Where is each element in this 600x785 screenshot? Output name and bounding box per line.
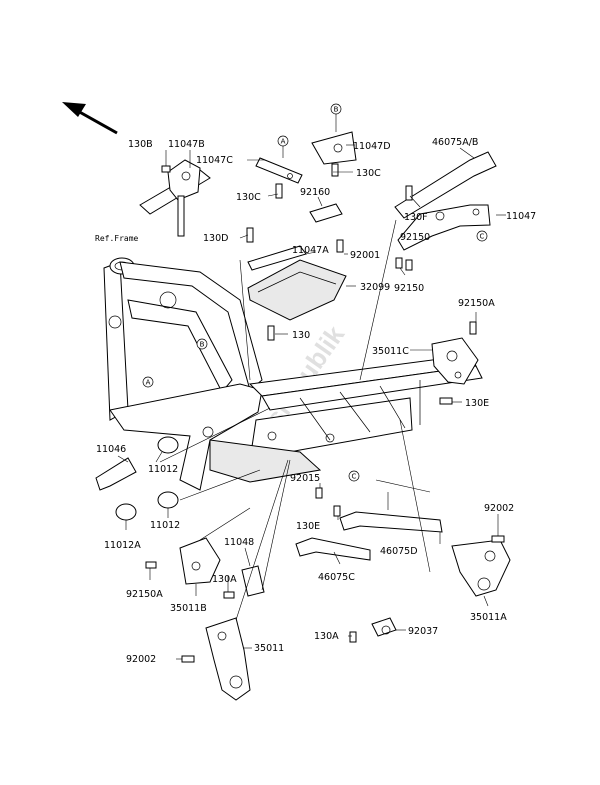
label-35011: 35011 [254,643,284,654]
pad-92160 [309,203,343,223]
svg-text:B: B [200,341,205,349]
label-92150a-top: 92150A [458,298,495,309]
label-92150-a: 92150 [400,232,430,243]
holder-35011b [179,537,221,585]
damper-11012-a [157,436,179,454]
label-35011b: 35011B [170,603,207,614]
damper-11012a [115,503,137,521]
stay-46075ab [394,151,497,251]
label-130e-b: 130E [296,521,320,532]
label-ref-frame: Ref.Frame [95,234,139,243]
label-92150a-bot: 92150A [126,589,163,600]
direction-arrow-icon [62,102,118,135]
label-92160: 92160 [300,187,330,198]
label-11046: 11046 [96,444,126,455]
stay-46075d [339,511,443,533]
label-11012a: 11012A [104,540,141,551]
label-11047d: 11047D [353,141,391,152]
bracket-11047c [255,157,303,184]
bracket-11047d [311,131,357,165]
label-92150-b: 92150 [394,283,424,294]
label-46075c: 46075C [318,572,355,583]
leader-lines [117,113,506,660]
svg-text:A: A [146,379,151,387]
holder-35011c [431,337,479,385]
svg-text:C: C [480,233,485,241]
holder-35011 [205,617,251,701]
label-46075ab: 46075A/B [432,137,478,148]
label-130a-a: 130A [212,574,237,585]
label-130: 130 [292,330,310,341]
holder-35011a [451,539,511,597]
tray-32099 [247,259,347,321]
label-130a-b: 130A [314,631,339,642]
bracket-11048 [241,565,265,597]
clamp-92037 [371,617,397,637]
label-32099: 32099 [360,282,390,293]
label-92002-a: 92002 [484,503,514,514]
part-labels: 130B 11047B 11047C 11047D 46075A/B 130C … [95,137,536,665]
label-130f: 130F [404,212,428,223]
ref-circle-b-2: B [196,338,208,350]
label-130c-a: 130C [356,168,381,179]
main-frame [103,257,483,491]
label-11048: 11048 [224,537,254,548]
bolts [145,163,505,663]
label-130e-a: 130E [465,398,489,409]
label-11047c: 11047C [196,155,233,166]
label-11047a: 11047A [292,245,329,256]
label-92002-b: 92002 [126,654,156,665]
label-35011a: 35011A [470,612,507,623]
svg-text:C: C [352,473,357,481]
stay-46075c [295,537,371,561]
label-130c-b: 130C [236,192,261,203]
label-11012-a: 11012 [148,464,178,475]
ref-circle-c-2: C [348,470,360,482]
label-35011c: 35011C [372,346,409,357]
svg-text:A: A [281,138,286,146]
label-46075d: 46075D [380,546,418,557]
label-92015: 92015 [290,473,320,484]
bracket-11046 [95,457,137,491]
svg-text:B: B [334,106,339,114]
bracket-11047b [139,159,211,237]
ref-circle-a-1: A [277,135,289,147]
label-11047b: 11047B [168,139,205,150]
label-11047: 11047 [506,211,536,222]
label-92001: 92001 [350,250,380,261]
damper-11012-b [157,491,179,509]
label-130d: 130D [203,233,228,244]
label-11012-b: 11012 [150,520,180,531]
ref-circle-b-1: B [330,103,342,115]
ref-circle-c-1: C [476,230,488,242]
label-130b: 130B [128,139,153,150]
label-92037: 92037 [408,626,438,637]
ref-circle-a-2: A [142,376,154,388]
